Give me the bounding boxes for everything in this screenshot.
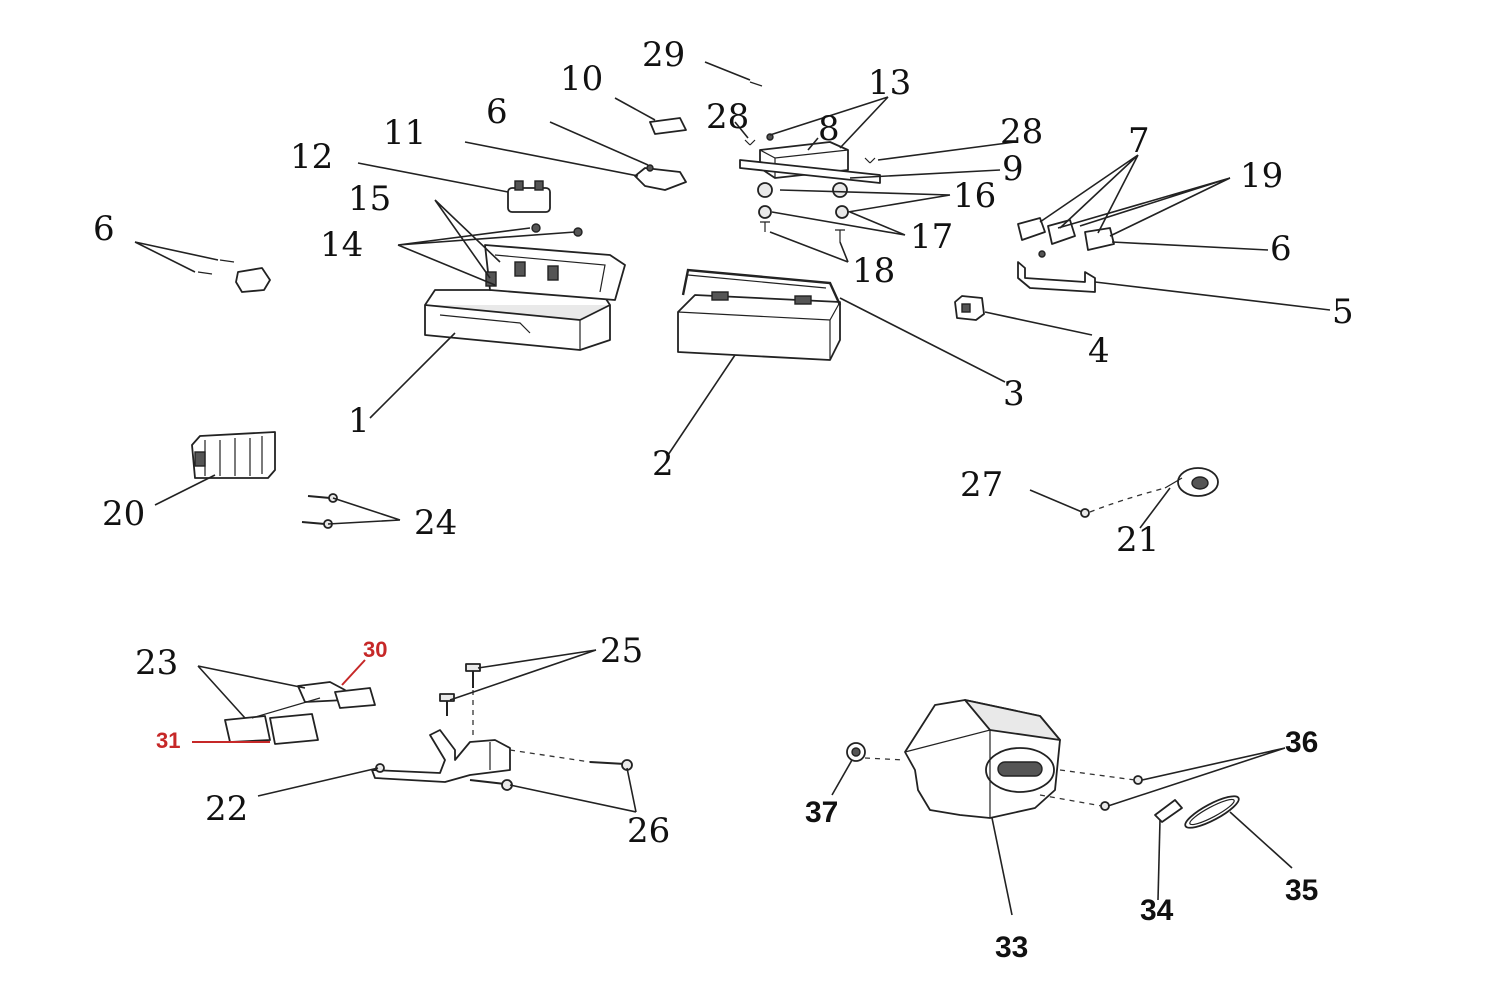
callout-7: 7 [1128, 121, 1150, 161]
callout-31: 31 [156, 728, 180, 753]
callout-5: 5 [1332, 292, 1354, 332]
callout-17: 17 [910, 217, 953, 257]
callout-25: 25 [600, 631, 643, 671]
callout-21: 21 [1116, 520, 1159, 560]
callout-20: 20 [102, 494, 145, 534]
callout-33: 33 [995, 931, 1028, 964]
bracket-bolts-top-part [439, 663, 481, 740]
horn-part [1080, 467, 1219, 518]
callout-6-left: 6 [93, 209, 115, 249]
fuse-cover-part [649, 117, 687, 135]
callout-30: 30 [363, 637, 387, 662]
callout-2: 2 [652, 444, 674, 484]
callout-13: 13 [868, 63, 911, 103]
callout-3: 3 [1003, 374, 1025, 414]
fuse-box-part [739, 141, 881, 184]
callout-35: 35 [1285, 874, 1318, 907]
callout-4: 4 [1088, 331, 1110, 371]
callout-29: 29 [642, 35, 685, 75]
callout-24: 24 [414, 503, 457, 543]
starter-relay-part [507, 180, 551, 213]
relay-part [954, 295, 985, 321]
callout-10: 10 [560, 59, 603, 99]
callout-18: 18 [852, 251, 895, 291]
callout-27: 27 [960, 465, 1003, 505]
callout-34: 34 [1140, 894, 1174, 927]
callout-11: 11 [383, 113, 426, 153]
callout-14: 14 [320, 225, 363, 265]
regulator-rectifier-part [191, 431, 276, 479]
callout-6-right: 6 [1270, 229, 1292, 269]
bracket-bolts-side-part [469, 749, 633, 791]
side-relay-part [197, 259, 271, 293]
callout-37: 37 [805, 796, 838, 829]
battery-strap-part [681, 268, 842, 306]
battery-part [677, 291, 841, 361]
small-housing-parts [846, 742, 1240, 829]
callout-23: 23 [135, 643, 178, 683]
callout-28-left: 28 [706, 97, 749, 137]
callout-1: 1 [348, 401, 370, 441]
callout-9: 9 [1002, 149, 1024, 189]
relay-bracket-part [1017, 261, 1096, 293]
regulator-bolts-part [301, 493, 338, 529]
leader-lines [134, 61, 1331, 916]
callout-8: 8 [818, 109, 840, 149]
callout-22: 22 [205, 789, 248, 829]
battery-box-part [424, 244, 626, 351]
callout-12: 12 [290, 137, 333, 177]
housing-part [904, 699, 1061, 819]
callout-15: 15 [348, 179, 391, 219]
holder-bracket-part [634, 167, 687, 191]
callout-36: 36 [1285, 726, 1318, 759]
callout-26: 26 [627, 811, 670, 851]
callout-6-top: 6 [486, 92, 508, 132]
callout-19: 19 [1240, 156, 1283, 196]
switch-bracket-part [224, 681, 511, 783]
callout-16: 16 [953, 176, 996, 216]
callout-28-right: 28 [1000, 112, 1043, 152]
connector-blocks-part [1017, 217, 1115, 251]
